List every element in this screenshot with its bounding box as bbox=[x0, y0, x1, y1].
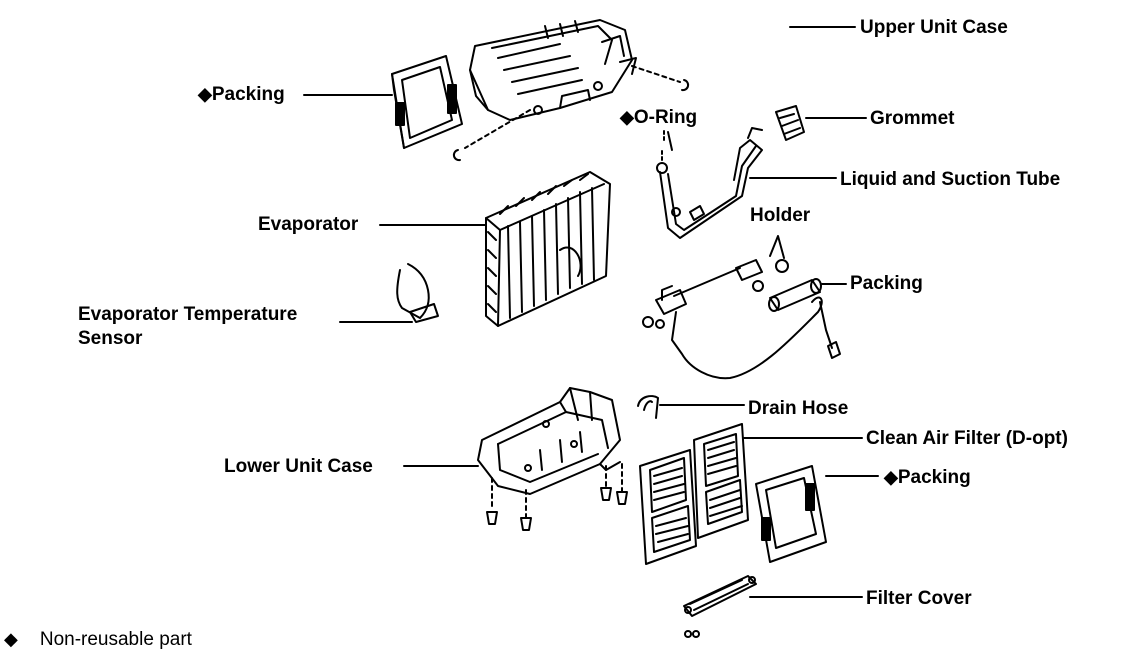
label-o-ring: ◆O-Ring bbox=[620, 106, 697, 129]
label-drain-hose: Drain Hose bbox=[748, 398, 849, 419]
o-ring-text: O-Ring bbox=[633, 107, 698, 128]
clean-air-filter-right bbox=[693, 423, 749, 539]
packing-bottom-text: Packing bbox=[897, 467, 971, 488]
diamond-icon: ◆ bbox=[620, 107, 634, 127]
packing-frame-top bbox=[391, 55, 463, 149]
holder-pieces bbox=[735, 259, 789, 292]
packing-frame-bottom bbox=[755, 465, 827, 563]
label-holder: Holder bbox=[750, 205, 811, 226]
leader-lines bbox=[303, 26, 879, 598]
legend-text: Non-reusable part bbox=[39, 629, 192, 650]
clean-air-filter-left bbox=[639, 449, 697, 565]
lower-unit-case bbox=[477, 387, 621, 495]
label-packing-bottom: ◆Packing bbox=[884, 466, 971, 489]
label-grommet: Grommet bbox=[870, 108, 955, 129]
label-temp-sensor-line1: Evaporator Temperature bbox=[78, 304, 298, 325]
drain-hose bbox=[637, 395, 659, 419]
label-upper-unit-case: Upper Unit Case bbox=[860, 17, 1008, 38]
label-temp-sensor-line2: Sensor bbox=[78, 328, 143, 349]
label-evaporator: Evaporator bbox=[258, 214, 359, 235]
label-packing-top: ◆Packing bbox=[198, 83, 285, 106]
diamond-icon: ◆ bbox=[4, 629, 18, 649]
filter-cover-clips bbox=[684, 630, 700, 638]
evaporator bbox=[485, 171, 611, 327]
filter-cover bbox=[683, 575, 757, 617]
packing-tube-right bbox=[768, 278, 822, 312]
liquid-suction-tube bbox=[656, 127, 763, 239]
legend: ◆ Non-reusable part bbox=[4, 628, 192, 651]
evaporator-temperature-sensor bbox=[396, 263, 439, 323]
expansion-valve-wiring bbox=[642, 267, 841, 380]
packing-top-text: Packing bbox=[211, 84, 285, 105]
label-packing-right: Packing bbox=[850, 273, 923, 294]
label-lower-unit-case: Lower Unit Case bbox=[224, 456, 373, 477]
diamond-icon: ◆ bbox=[198, 84, 212, 104]
label-clean-air-filter: Clean Air Filter (D-opt) bbox=[866, 428, 1068, 449]
screws bbox=[486, 487, 628, 531]
label-liquid-suction-tube: Liquid and Suction Tube bbox=[840, 169, 1061, 190]
diamond-icon: ◆ bbox=[884, 467, 898, 487]
label-filter-cover: Filter Cover bbox=[866, 588, 972, 609]
upper-unit-case bbox=[469, 19, 637, 121]
grommet bbox=[775, 105, 805, 141]
